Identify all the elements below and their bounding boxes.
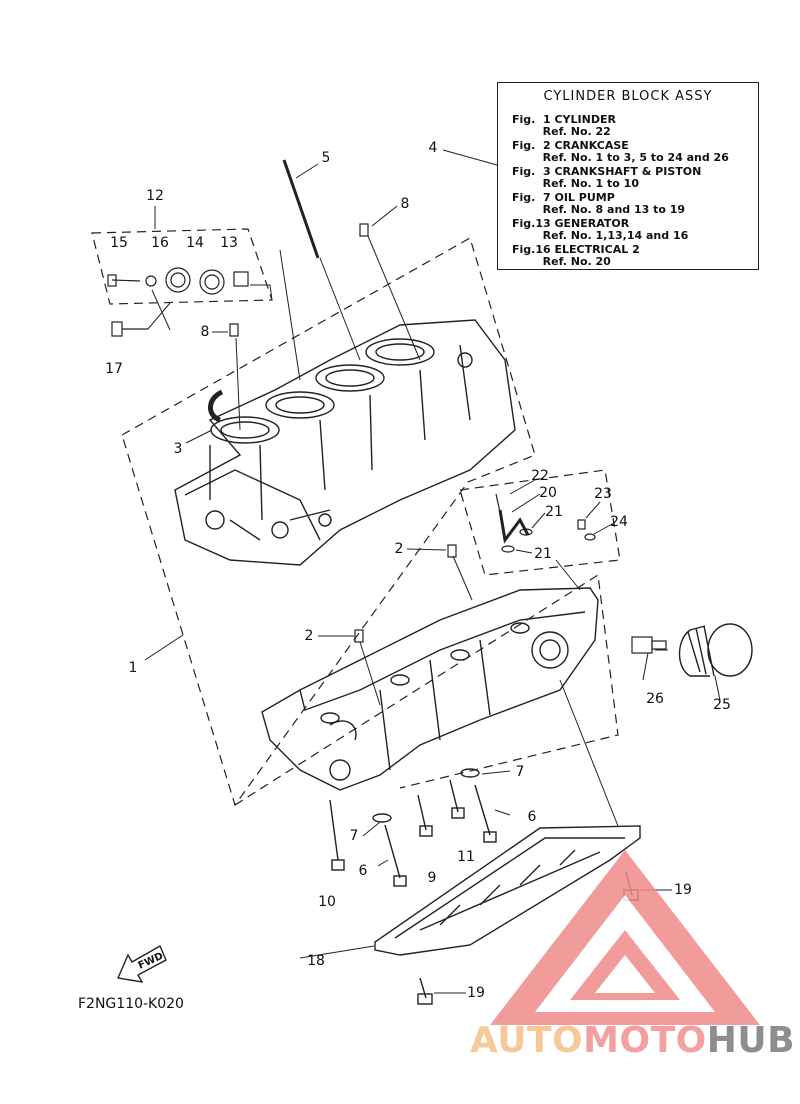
watermark-brand-text: AUTOMOTOHUB	[470, 1020, 795, 1061]
cylinder-block	[174, 319, 516, 566]
crankcase-dashed-outline	[234, 573, 619, 806]
legend-line: Ref. No. 1 to 10	[512, 177, 639, 190]
callout-22: 22	[531, 468, 549, 484]
figure-code: F2NG110-K020	[78, 996, 184, 1012]
brand-hub: HUB	[706, 1020, 796, 1061]
legend-line: Fig. 7 OIL PUMP	[512, 191, 615, 204]
legend-line: Ref. No. 1,13,14 and 16	[512, 229, 689, 242]
callout-16: 16	[151, 235, 169, 251]
callout-2: 2	[304, 628, 314, 644]
callout-10: 10	[318, 894, 336, 910]
legend-title: CYLINDER BLOCK ASSY	[543, 89, 713, 104]
callout-9: 9	[427, 870, 437, 886]
callout-1: 1	[128, 660, 138, 676]
oil-pan	[374, 825, 641, 956]
dowel-pin-8a	[359, 223, 369, 237]
brand-auto: AUTO	[470, 1020, 584, 1061]
dowel-pin-8b	[229, 323, 239, 337]
callout-23: 23	[594, 486, 612, 502]
legend-line: Fig.16 ELECTRICAL 2	[512, 243, 640, 256]
union-bolt	[631, 636, 667, 654]
bolt-17	[111, 321, 148, 337]
callout-5: 5	[321, 150, 331, 166]
callout-19: 19	[674, 882, 692, 898]
callout-13: 13	[220, 235, 238, 251]
dowel-pin-2b	[354, 629, 364, 643]
callout-2: 2	[394, 541, 404, 557]
callout-8: 8	[400, 196, 410, 212]
callout-6: 6	[527, 809, 537, 825]
cylinder-block-dashed-outline	[121, 237, 536, 807]
callout-8: 8	[200, 324, 210, 340]
callout-25: 25	[713, 697, 731, 713]
brand-moto: MOTO	[583, 1020, 707, 1061]
fwd-arrow-icon	[117, 945, 167, 983]
legend-line: Fig.13 GENERATOR	[512, 217, 630, 230]
callout-4: 4	[428, 140, 438, 156]
callout-14: 14	[186, 235, 204, 251]
seal-bearing-parts	[107, 267, 249, 295]
legend-line: Ref. No. 1 to 3, 5 to 24 and 26	[512, 151, 729, 164]
legend-line: Fig. 2 CRANKCASE	[512, 139, 629, 152]
oil-pump-group-dashed-box	[459, 469, 621, 576]
callout-19: 19	[467, 985, 485, 1001]
oil-pipe	[495, 493, 596, 553]
hose-3	[208, 389, 224, 423]
callout-18: 18	[307, 953, 325, 969]
legend-line: Ref. No. 20	[512, 255, 611, 268]
legend-line: Fig. 1 CYLINDER	[512, 113, 616, 126]
callout-12: 12	[146, 188, 164, 204]
callout-15: 15	[110, 235, 128, 251]
callout-24: 24	[610, 514, 628, 530]
oil-filter	[678, 623, 753, 677]
crankcase	[261, 587, 599, 791]
legend-line: Fig. 3 CRANKSHAFT & PISTON	[512, 165, 702, 178]
callout-7: 7	[515, 764, 525, 780]
callout-11: 11	[457, 849, 475, 865]
callout-21: 21	[545, 504, 563, 520]
legend-line: Ref. No. 8 and 13 to 19	[512, 203, 686, 216]
dowel-pin-2a	[447, 544, 457, 558]
watermark-logo-triangle	[490, 850, 760, 1025]
callout-17: 17	[105, 361, 123, 377]
legend-line: Ref. No. 22	[512, 125, 611, 138]
stud-bolt-5	[282, 159, 320, 259]
callout-3: 3	[173, 441, 183, 457]
callout-20: 20	[539, 485, 557, 501]
callout-26: 26	[646, 691, 664, 707]
callout-6: 6	[358, 863, 368, 879]
legend-box: CYLINDER BLOCK ASSY Fig. 1 CYLINDER Ref.…	[497, 82, 759, 270]
callout-21: 21	[534, 546, 552, 562]
callout-7: 7	[349, 828, 359, 844]
leader-lines	[144, 149, 721, 994]
